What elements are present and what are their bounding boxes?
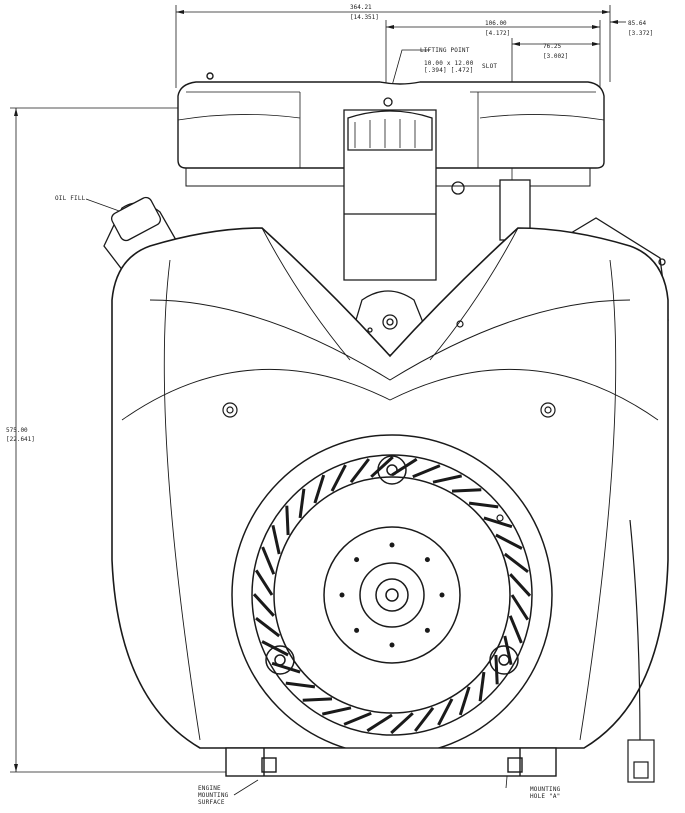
label-slot-word: SLOT [482, 63, 497, 70]
carburetor-assembly [343, 97, 531, 281]
flywheel-fin [503, 552, 529, 573]
flywheel-fin [271, 661, 301, 674]
flywheel-fin [483, 516, 513, 529]
label-engine-mounting-3: SURFACE [198, 799, 225, 806]
shroud-bolts [222, 320, 556, 522]
flywheel-bolt [339, 592, 345, 598]
flywheel-fin [437, 698, 454, 726]
flywheel-fin [343, 711, 372, 726]
label-slot-size-line1: 10.00 x 12.00 [424, 60, 474, 67]
flywheel-fin [261, 640, 289, 657]
flywheel-fin [254, 569, 274, 596]
dim-overall-width-in: [14.351] [350, 14, 379, 21]
flywheel-fin [414, 706, 435, 732]
flywheel-fin [321, 706, 352, 716]
flywheel-fin [510, 594, 530, 621]
dim-slot-offset-mm: 76.25 [543, 43, 561, 50]
flywheel-bolts [339, 542, 445, 648]
flywheel-bolt [354, 627, 360, 633]
flywheel-fin [298, 488, 306, 519]
flywheel-fin [302, 697, 333, 702]
flywheel-bolt [424, 557, 430, 563]
label-lifting-point: LIFTING POINT [420, 47, 470, 54]
flywheel-bolt [424, 627, 430, 633]
flywheel-fin [412, 464, 441, 479]
flywheel-bolt [389, 642, 395, 648]
flywheel-fin [432, 474, 463, 484]
flywheel-screen [231, 434, 553, 756]
dim-height-in: [22.641] [6, 436, 35, 443]
flywheel-fin [261, 546, 276, 575]
dim-lift-offset-mm: 106.00 [485, 20, 507, 27]
flywheel-fins [252, 455, 532, 735]
flywheel-fin [313, 474, 326, 504]
flywheel-fin [503, 635, 513, 666]
dim-right-offset-in: [3.372] [628, 30, 653, 37]
flywheel-bolt [439, 592, 445, 598]
flywheel-fin [366, 713, 393, 733]
label-slot-size-line2: [.394] [.472] [424, 67, 474, 74]
flywheel-fin [495, 533, 523, 550]
dim-right-offset-mm: 85.64 [628, 20, 646, 27]
flywheel-fin [285, 505, 290, 536]
oil-fill-cap [103, 196, 177, 281]
flywheel-fin [285, 681, 316, 689]
flywheel-fin [508, 615, 523, 644]
flywheel-fin [468, 501, 499, 509]
flywheel-fin [494, 654, 499, 685]
flywheel-bolt [354, 557, 360, 563]
dim-overall-width-mm: 364.21 [350, 4, 372, 11]
flywheel-fin [458, 686, 471, 716]
engine-base [225, 747, 557, 777]
flywheel-fin [271, 524, 281, 555]
callout-labels: LIFTING POINT 10.00 x 12.00 [.394] [.472… [55, 47, 561, 806]
flywheel-fin [370, 455, 394, 478]
flywheel-fin [330, 464, 347, 492]
flywheel-fin [252, 593, 275, 617]
label-engine-mounting-2: MOUNTING [198, 792, 229, 799]
flywheel-fin [390, 712, 414, 735]
flywheel-fin [391, 457, 418, 477]
label-mounting-hole-2: HOLE "A" [530, 793, 561, 800]
flywheel-fin [349, 458, 370, 484]
flywheel-bolt [389, 542, 395, 548]
label-engine-mounting-1: ENGINE [198, 785, 221, 792]
dim-slot-offset-in: [3.002] [543, 53, 568, 60]
flywheel-fin [478, 671, 486, 702]
flywheel-fin [509, 573, 532, 597]
wire-connector [627, 519, 655, 783]
label-mounting-hole-1: MOUNTING [530, 786, 561, 793]
flywheel-fin [255, 617, 281, 638]
dim-lift-offset-in: [4.172] [485, 30, 510, 37]
flywheel-fin [451, 488, 482, 493]
dim-height-mm: 575.00 [6, 427, 28, 434]
label-oil-fill: OIL FILL [55, 195, 86, 202]
dimension-texts: 364.21 [14.351] 106.00 [4.172] 85.64 [3.… [6, 4, 653, 443]
